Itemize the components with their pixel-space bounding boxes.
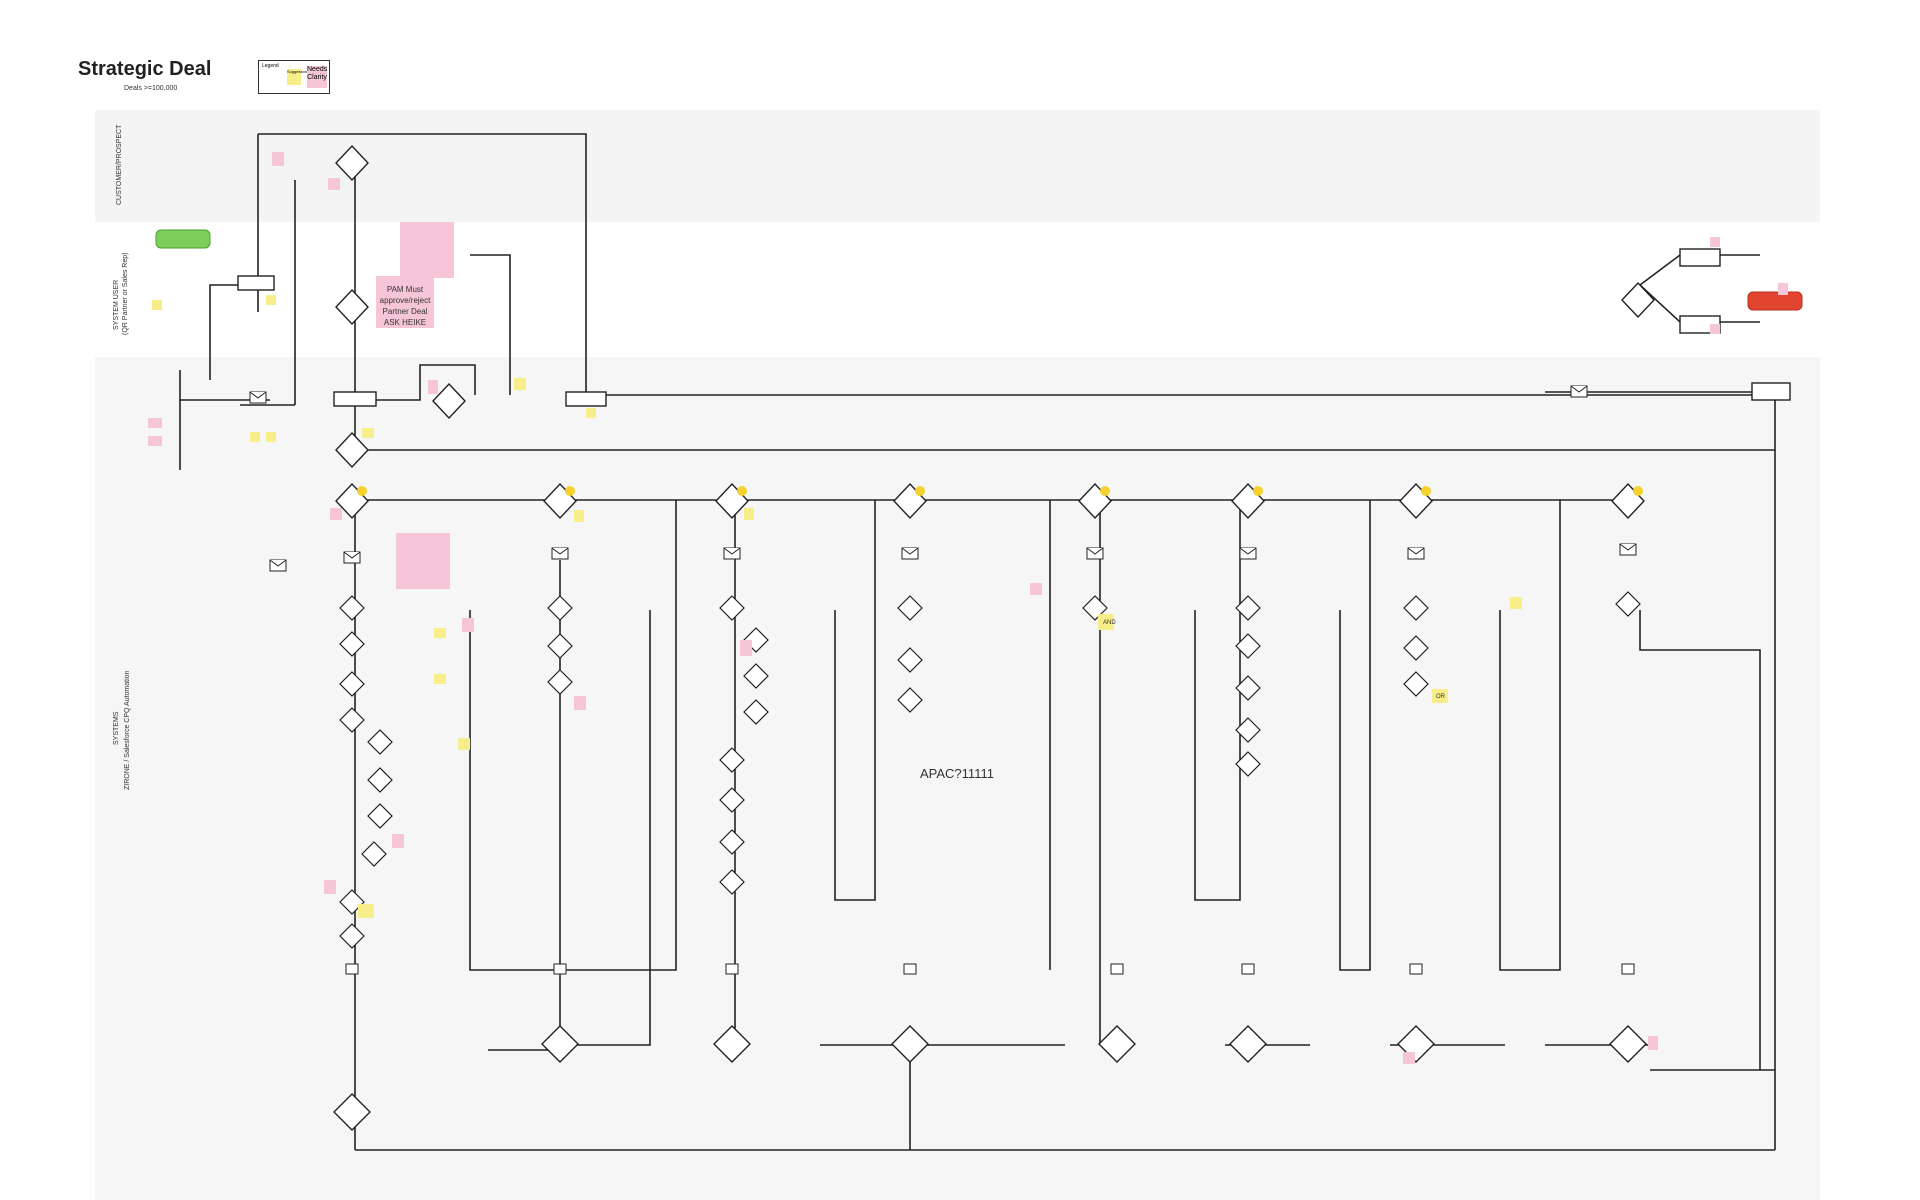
- task-quote-accepted: [565, 391, 607, 407]
- lane-system-user: [95, 224, 1820, 356]
- note-pink: [148, 436, 162, 446]
- gateway-bottom-4: [891, 1025, 929, 1063]
- gateway-bottom-1: [333, 1093, 371, 1131]
- note-yellow: [266, 295, 276, 305]
- step-badge: [737, 486, 747, 496]
- pam-note-line-2: approve/reject: [380, 296, 431, 305]
- pam-note-line-4: ASK HEIKE: [384, 318, 426, 327]
- note-yellow: [434, 674, 446, 684]
- note-pink: [428, 380, 438, 394]
- lane-label-systems: SYSTEMS: [113, 711, 120, 745]
- lane-label-systems-sub: ZIRONE / Salesforce CPQ Automation: [124, 670, 131, 790]
- step-badge: [1421, 486, 1431, 496]
- email-icons: [249, 385, 1637, 572]
- gateway-quote-status: [1621, 281, 1655, 319]
- legend-swatch-suggestion: Suggestion: [287, 69, 307, 85]
- note-yellow: [744, 508, 754, 520]
- note-pink: [330, 508, 342, 520]
- note-pink: [324, 880, 336, 894]
- and-label: AND: [1103, 620, 1116, 626]
- apac-note: APAC?11111: [920, 766, 994, 781]
- note-yellow: [358, 904, 374, 918]
- legend-title: Legend: [262, 63, 279, 69]
- gateway-bottom-8: [1609, 1025, 1647, 1063]
- step-badge: [357, 486, 367, 496]
- legend-box: Legend Suggestion Needs Clarity: [258, 60, 330, 94]
- note-pink: [1778, 283, 1788, 295]
- task-sync-opportunity: [1751, 382, 1791, 401]
- note-yellow: [266, 432, 276, 442]
- sticky-notes: [148, 152, 1788, 1064]
- lane-label-system-user: SYSTEM USER: [113, 280, 120, 330]
- lane-label-customer: CUSTOMER/PROSPECT: [116, 124, 123, 205]
- gateway-bottom-3: [713, 1025, 751, 1063]
- note-pink: [1403, 1052, 1415, 1064]
- note-yellow: [586, 408, 596, 418]
- gateway-pam: [335, 288, 369, 326]
- task-quote-approval: [333, 391, 377, 407]
- approver-gateways: [339, 591, 1641, 949]
- note-pink: [1030, 583, 1042, 595]
- page-subtitle: Deals >=100,000: [124, 85, 178, 92]
- gateway-bottom-2: [541, 1025, 579, 1063]
- step-badge: [1253, 486, 1263, 496]
- note-yellow: [152, 300, 162, 310]
- note-pink: [272, 152, 284, 166]
- gateway-customer: [335, 144, 369, 182]
- or-label: OR: [1436, 694, 1446, 700]
- pam-note-line-3: Partner Deal: [383, 307, 428, 316]
- task-draft-quote: [237, 275, 275, 291]
- connector-lines: [179, 133, 1776, 1151]
- legend-swatch-needs-clarity: Needs Clarity: [307, 66, 327, 88]
- note-pink: [462, 618, 474, 632]
- note-pink: [148, 418, 162, 428]
- note-yellow: [574, 510, 584, 522]
- note-yellow: [458, 738, 470, 750]
- pam-note-line-1: PAM Must: [387, 285, 424, 294]
- note-pam: [376, 276, 434, 328]
- start-event: [155, 229, 211, 249]
- step-badge: [1100, 486, 1110, 496]
- gateway-notify: [432, 382, 466, 420]
- end-event: [1747, 291, 1803, 311]
- note-pink: [740, 640, 752, 656]
- lane-customer: [95, 110, 1820, 222]
- note-yellow: [434, 628, 446, 638]
- note-yellow: [250, 432, 260, 442]
- note-pink: [328, 178, 340, 190]
- note-yellow: [362, 428, 374, 438]
- step-badge: [1633, 486, 1643, 496]
- note-pink: [396, 533, 450, 589]
- gateway-type: [335, 431, 369, 469]
- note-yellow: [1098, 614, 1114, 630]
- gateway-bottom-6: [1229, 1025, 1267, 1063]
- gateway-bottom-5: [1098, 1025, 1136, 1063]
- note-pink: [1710, 324, 1720, 334]
- step-badge: [915, 486, 925, 496]
- step-badge: [565, 486, 575, 496]
- note-pink: [400, 222, 454, 278]
- note-pink: [392, 834, 404, 848]
- note-yellow: [1432, 689, 1448, 703]
- note-pink: [1710, 237, 1720, 247]
- note-yellow: [1510, 597, 1522, 609]
- page-title: Strategic Deal: [78, 58, 212, 80]
- lane-label-system-user-sub: (QR Partner or Sales Rep): [122, 253, 129, 335]
- note-pink: [1648, 1036, 1658, 1050]
- note-yellow: [514, 378, 526, 390]
- note-pink: [574, 696, 586, 710]
- task-create-order: [1679, 248, 1721, 267]
- ledger-icons: [345, 963, 1635, 975]
